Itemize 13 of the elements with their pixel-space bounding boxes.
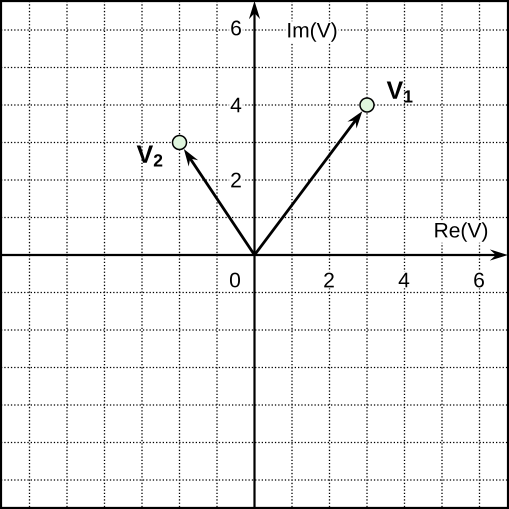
tick-label: 2 [322, 272, 336, 288]
tick-label: 4 [397, 272, 411, 288]
vector-label: V$_{1}$ [386, 82, 412, 102]
tick-label: 2 [229, 172, 243, 188]
tick-label: 6 [229, 20, 243, 36]
point-marker [172, 134, 188, 150]
axis-label: Re(V) [432, 221, 490, 243]
tick-label: 6 [472, 272, 486, 288]
tick-label: 4 [229, 96, 243, 114]
vector-label: V$_{2}$ [136, 146, 162, 166]
tick-label: 0 [228, 272, 242, 288]
point-marker [359, 97, 375, 113]
axis-label: Im(V) [285, 21, 339, 43]
